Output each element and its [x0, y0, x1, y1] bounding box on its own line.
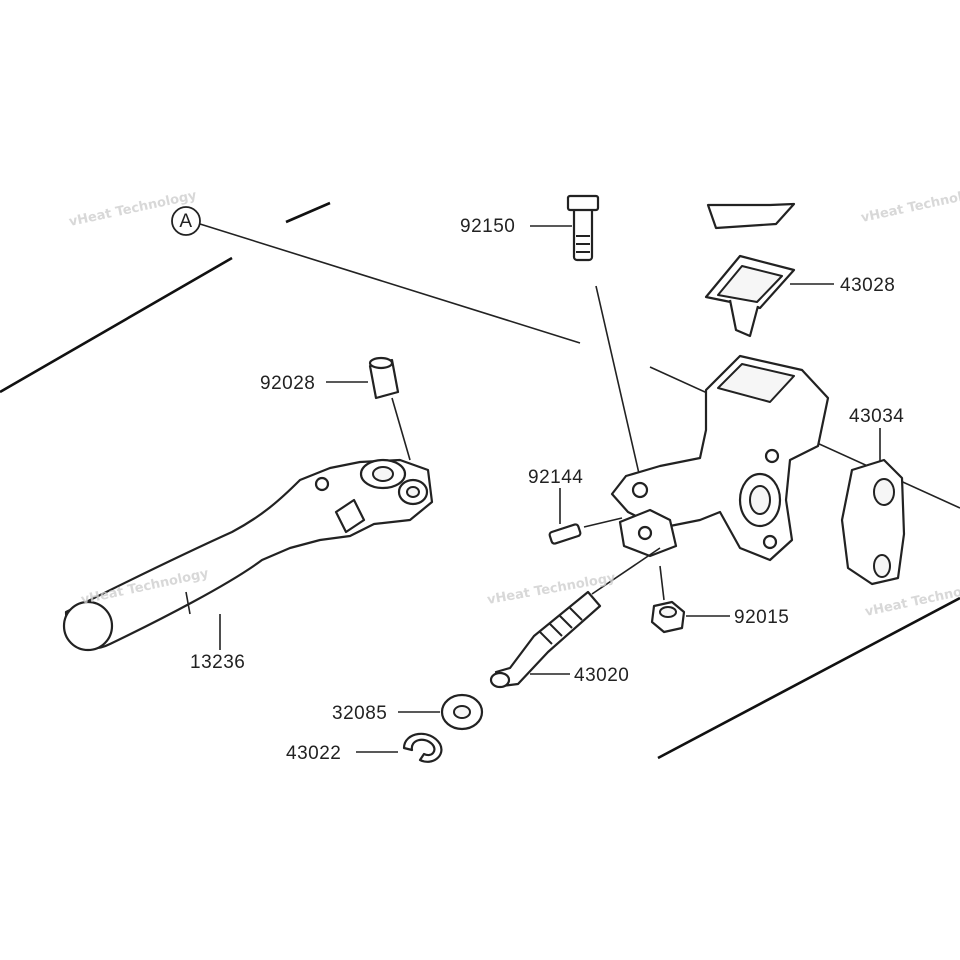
callout-92144: 92144: [528, 467, 583, 488]
spring: [548, 517, 623, 545]
bleeder-valve: [566, 194, 641, 479]
reference-lines: [0, 201, 960, 760]
nut: [650, 565, 686, 634]
brake-lever: [62, 458, 434, 652]
collar: [368, 356, 411, 461]
view-marker-a: A: [171, 206, 201, 236]
piston-assembly: [489, 547, 661, 689]
callout-43020: 43020: [574, 665, 629, 686]
callout-43028: 43028: [840, 275, 895, 296]
reservoir-cap: [706, 202, 796, 230]
diaphragm: [704, 254, 796, 338]
circlip: [402, 732, 443, 763]
watermark-text: vHeat Technology: [860, 184, 960, 226]
watermark-text: vHeat Technology: [864, 578, 960, 620]
callout-43022: 43022: [286, 743, 341, 764]
washer: [440, 693, 484, 731]
callout-13236: 13236: [190, 652, 245, 673]
view-marker-label: A: [179, 211, 192, 232]
callout-92150: 92150: [460, 216, 515, 237]
clamp-holder: [840, 458, 906, 586]
callout-92028: 92028: [260, 373, 315, 394]
callout-92015: 92015: [734, 607, 789, 628]
callout-43034: 43034: [849, 406, 904, 427]
callout-32085: 32085: [332, 703, 387, 724]
master-cylinder-body: [610, 354, 830, 562]
